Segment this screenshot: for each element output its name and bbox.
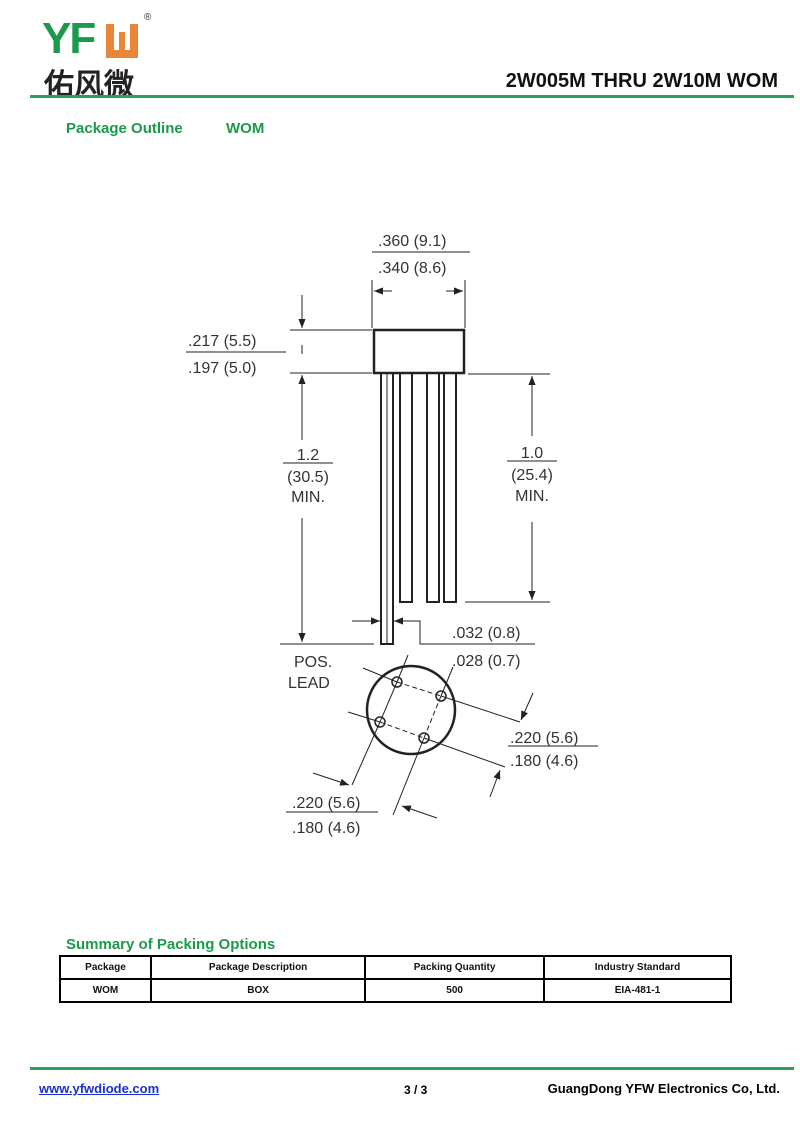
website-link[interactable]: www.yfwdiode.com xyxy=(39,1081,160,1096)
dim-spacing-right-min: .180 (4.6) xyxy=(510,753,578,770)
header-rule xyxy=(30,95,794,98)
table-cell: 500 xyxy=(364,978,545,1003)
company-name: GuangDong YFW Electronics Co, Ltd. xyxy=(547,1081,780,1096)
bottom-view-outline xyxy=(365,664,457,756)
package-body xyxy=(372,328,466,375)
dim-pos-lead-len-mm: (30.5) xyxy=(287,469,329,486)
dim-width-max: .360 (9.1) xyxy=(378,233,446,250)
dim-spacing-left-min: .180 (4.6) xyxy=(292,820,360,837)
dim-lead-dia-max: .032 (0.8) xyxy=(452,625,520,642)
page-number: 3 / 3 xyxy=(404,1083,428,1097)
table-header: Packing Quantity xyxy=(364,955,545,980)
dim-height-max: .217 (5.5) xyxy=(188,333,256,350)
logo: YF ® 佑风微 xyxy=(42,12,152,102)
dim-lead-min: MIN. xyxy=(515,488,549,505)
table-header: Package Description xyxy=(149,955,367,980)
dim-lead-dia-min: .028 (0.7) xyxy=(452,653,520,670)
table-cell: EIA-481-1 xyxy=(542,978,733,1003)
packing-table: Package Package Description Packing Quan… xyxy=(59,955,733,1003)
dim-height-min: .197 (5.0) xyxy=(188,360,256,377)
table-header: Package xyxy=(59,955,152,980)
logo-w-mark xyxy=(106,24,138,58)
table-cell: BOX xyxy=(149,978,367,1003)
dim-spacing-right-max: .220 (5.6) xyxy=(510,730,578,747)
dim-lead-len-mm: (25.4) xyxy=(511,467,553,484)
pos-lead-label-1: POS. xyxy=(294,654,332,671)
pos-lead-label-2: LEAD xyxy=(288,675,330,692)
dim-spacing-left-max: .220 (5.6) xyxy=(292,795,360,812)
dim-lead-len: 1.0 xyxy=(521,445,543,462)
footer-rule xyxy=(30,1067,794,1070)
table-row: WOM BOX 500 EIA-481-1 xyxy=(59,978,733,1003)
package-outline-label: Package Outline xyxy=(66,120,183,137)
package-outline-drawing: .360 (9.1) .340 (8.6) .217 (5.5) .197 (5… xyxy=(186,233,598,837)
table-cell: WOM xyxy=(59,978,152,1003)
package-name: WOM xyxy=(226,120,265,137)
dim-width-min: .340 (8.6) xyxy=(378,260,446,277)
dim-pos-lead-len: 1.2 xyxy=(297,447,319,464)
packing-title: Summary of Packing Options xyxy=(66,936,276,953)
lead xyxy=(443,372,457,603)
table-header-row: Package Package Description Packing Quan… xyxy=(59,955,733,980)
document-title: 2W005M THRU 2W10M WOM xyxy=(505,70,778,92)
table-header: Industry Standard xyxy=(542,955,733,980)
lead xyxy=(399,372,413,603)
dim-pos-lead-min: MIN. xyxy=(291,489,325,506)
lead xyxy=(426,372,440,603)
